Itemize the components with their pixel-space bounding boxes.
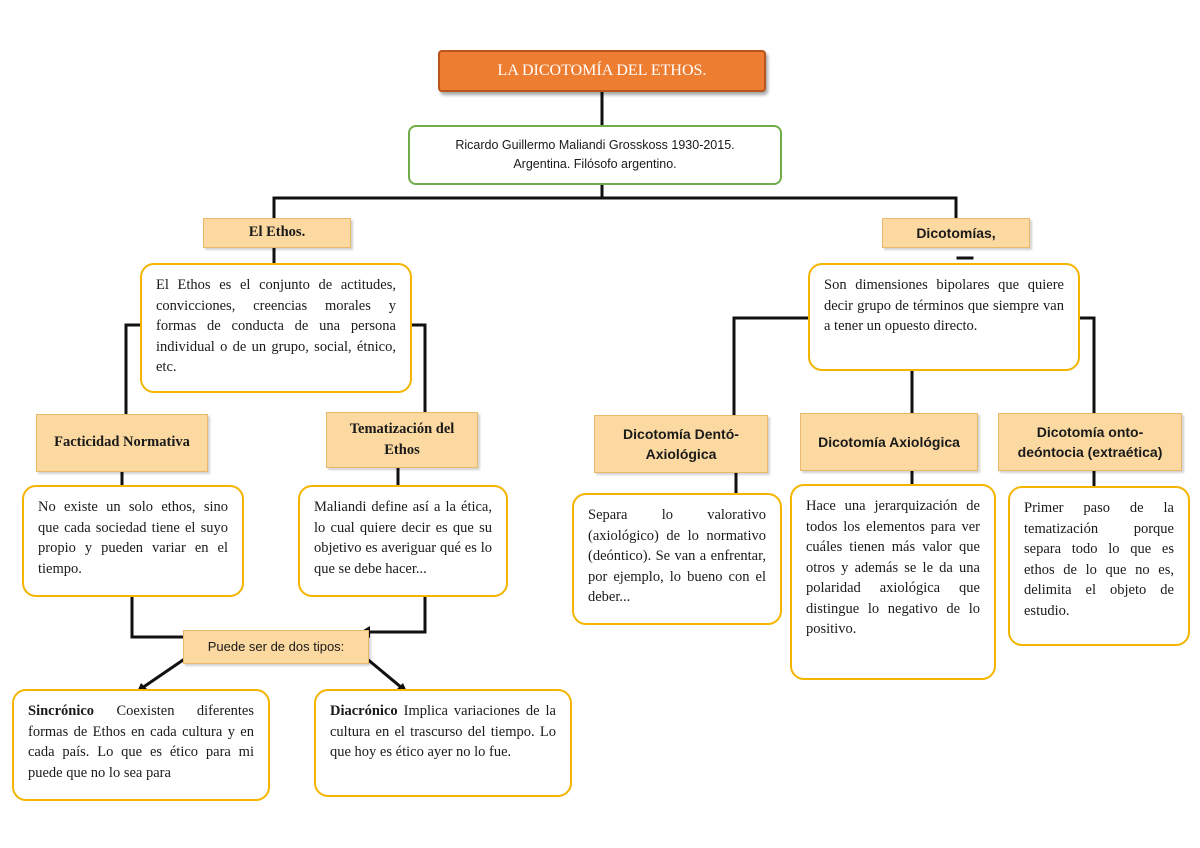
connector-def-dento — [732, 316, 813, 418]
connector-def-facticidad — [124, 323, 144, 417]
connector-facticidad-tipos — [130, 596, 185, 639]
axiologica-description: Hace una jerarquización de todos los ele… — [790, 484, 996, 680]
label-dicotomia-onto-deontica: Dicotomía onto-deóntocia (extraética) — [998, 413, 1182, 471]
diacronico-text: Implica variaciones de la cultura en el … — [330, 703, 556, 761]
sincronico-text: Coexisten diferentes formas de Ethos en … — [28, 703, 254, 781]
facticidad-description: No existe un solo ethos, sino que cada s… — [22, 485, 244, 597]
connector-tipos-sincronico — [139, 655, 189, 691]
connector-tipos-diacronico — [363, 655, 405, 691]
label-ethos: El Ethos. — [203, 218, 351, 248]
sincronico-description: Sincrónico Coexisten diferentes formas d… — [12, 689, 270, 801]
diacronico-term: Diacrónico — [330, 703, 398, 719]
label-dicotomias: Dicotomías, — [882, 218, 1030, 248]
tematizacion-description: Maliandi define así a la ética, lo cual … — [298, 485, 508, 597]
author-line-2: Argentina. Filósofo argentino. — [513, 157, 677, 171]
dicotomias-definition: Son dimensiones bipolares que quiere dec… — [808, 263, 1080, 371]
author-line-1: Ricardo Guillermo Maliandi Grosskoss 193… — [455, 138, 735, 153]
label-dos-tipos: Puede ser de dos tipos: — [183, 630, 369, 664]
connector-def-tematizacion — [408, 323, 427, 415]
diacronico-description: Diacrónico Implica variaciones de la cul… — [314, 689, 572, 797]
label-tematizacion-ethos: Tematización del Ethos — [326, 412, 478, 468]
sincronico-term: Sincrónico — [28, 703, 95, 719]
dento-description: Separa lo valorativo (axiológico) de lo … — [572, 493, 782, 625]
ethos-definition: El Ethos es el conjunto de actitudes, co… — [140, 263, 412, 393]
author-box: Ricardo Guillermo Maliandi Grosskoss 193… — [408, 125, 782, 185]
connector-tematizacion-tipos — [368, 596, 427, 634]
label-dicotomia-axiologica: Dicotomía Axiológica — [800, 413, 978, 471]
main-title: LA DICOTOMÍA DEL ETHOS. — [438, 50, 766, 92]
connector-def-onto — [1076, 316, 1096, 416]
label-facticidad-normativa: Facticidad Normativa — [36, 414, 208, 472]
onto-description: Primer paso de la tematización porque se… — [1008, 486, 1190, 646]
label-dicotomia-dento-axiologica: Dicotomía Dentó-Axiológica — [594, 415, 768, 473]
